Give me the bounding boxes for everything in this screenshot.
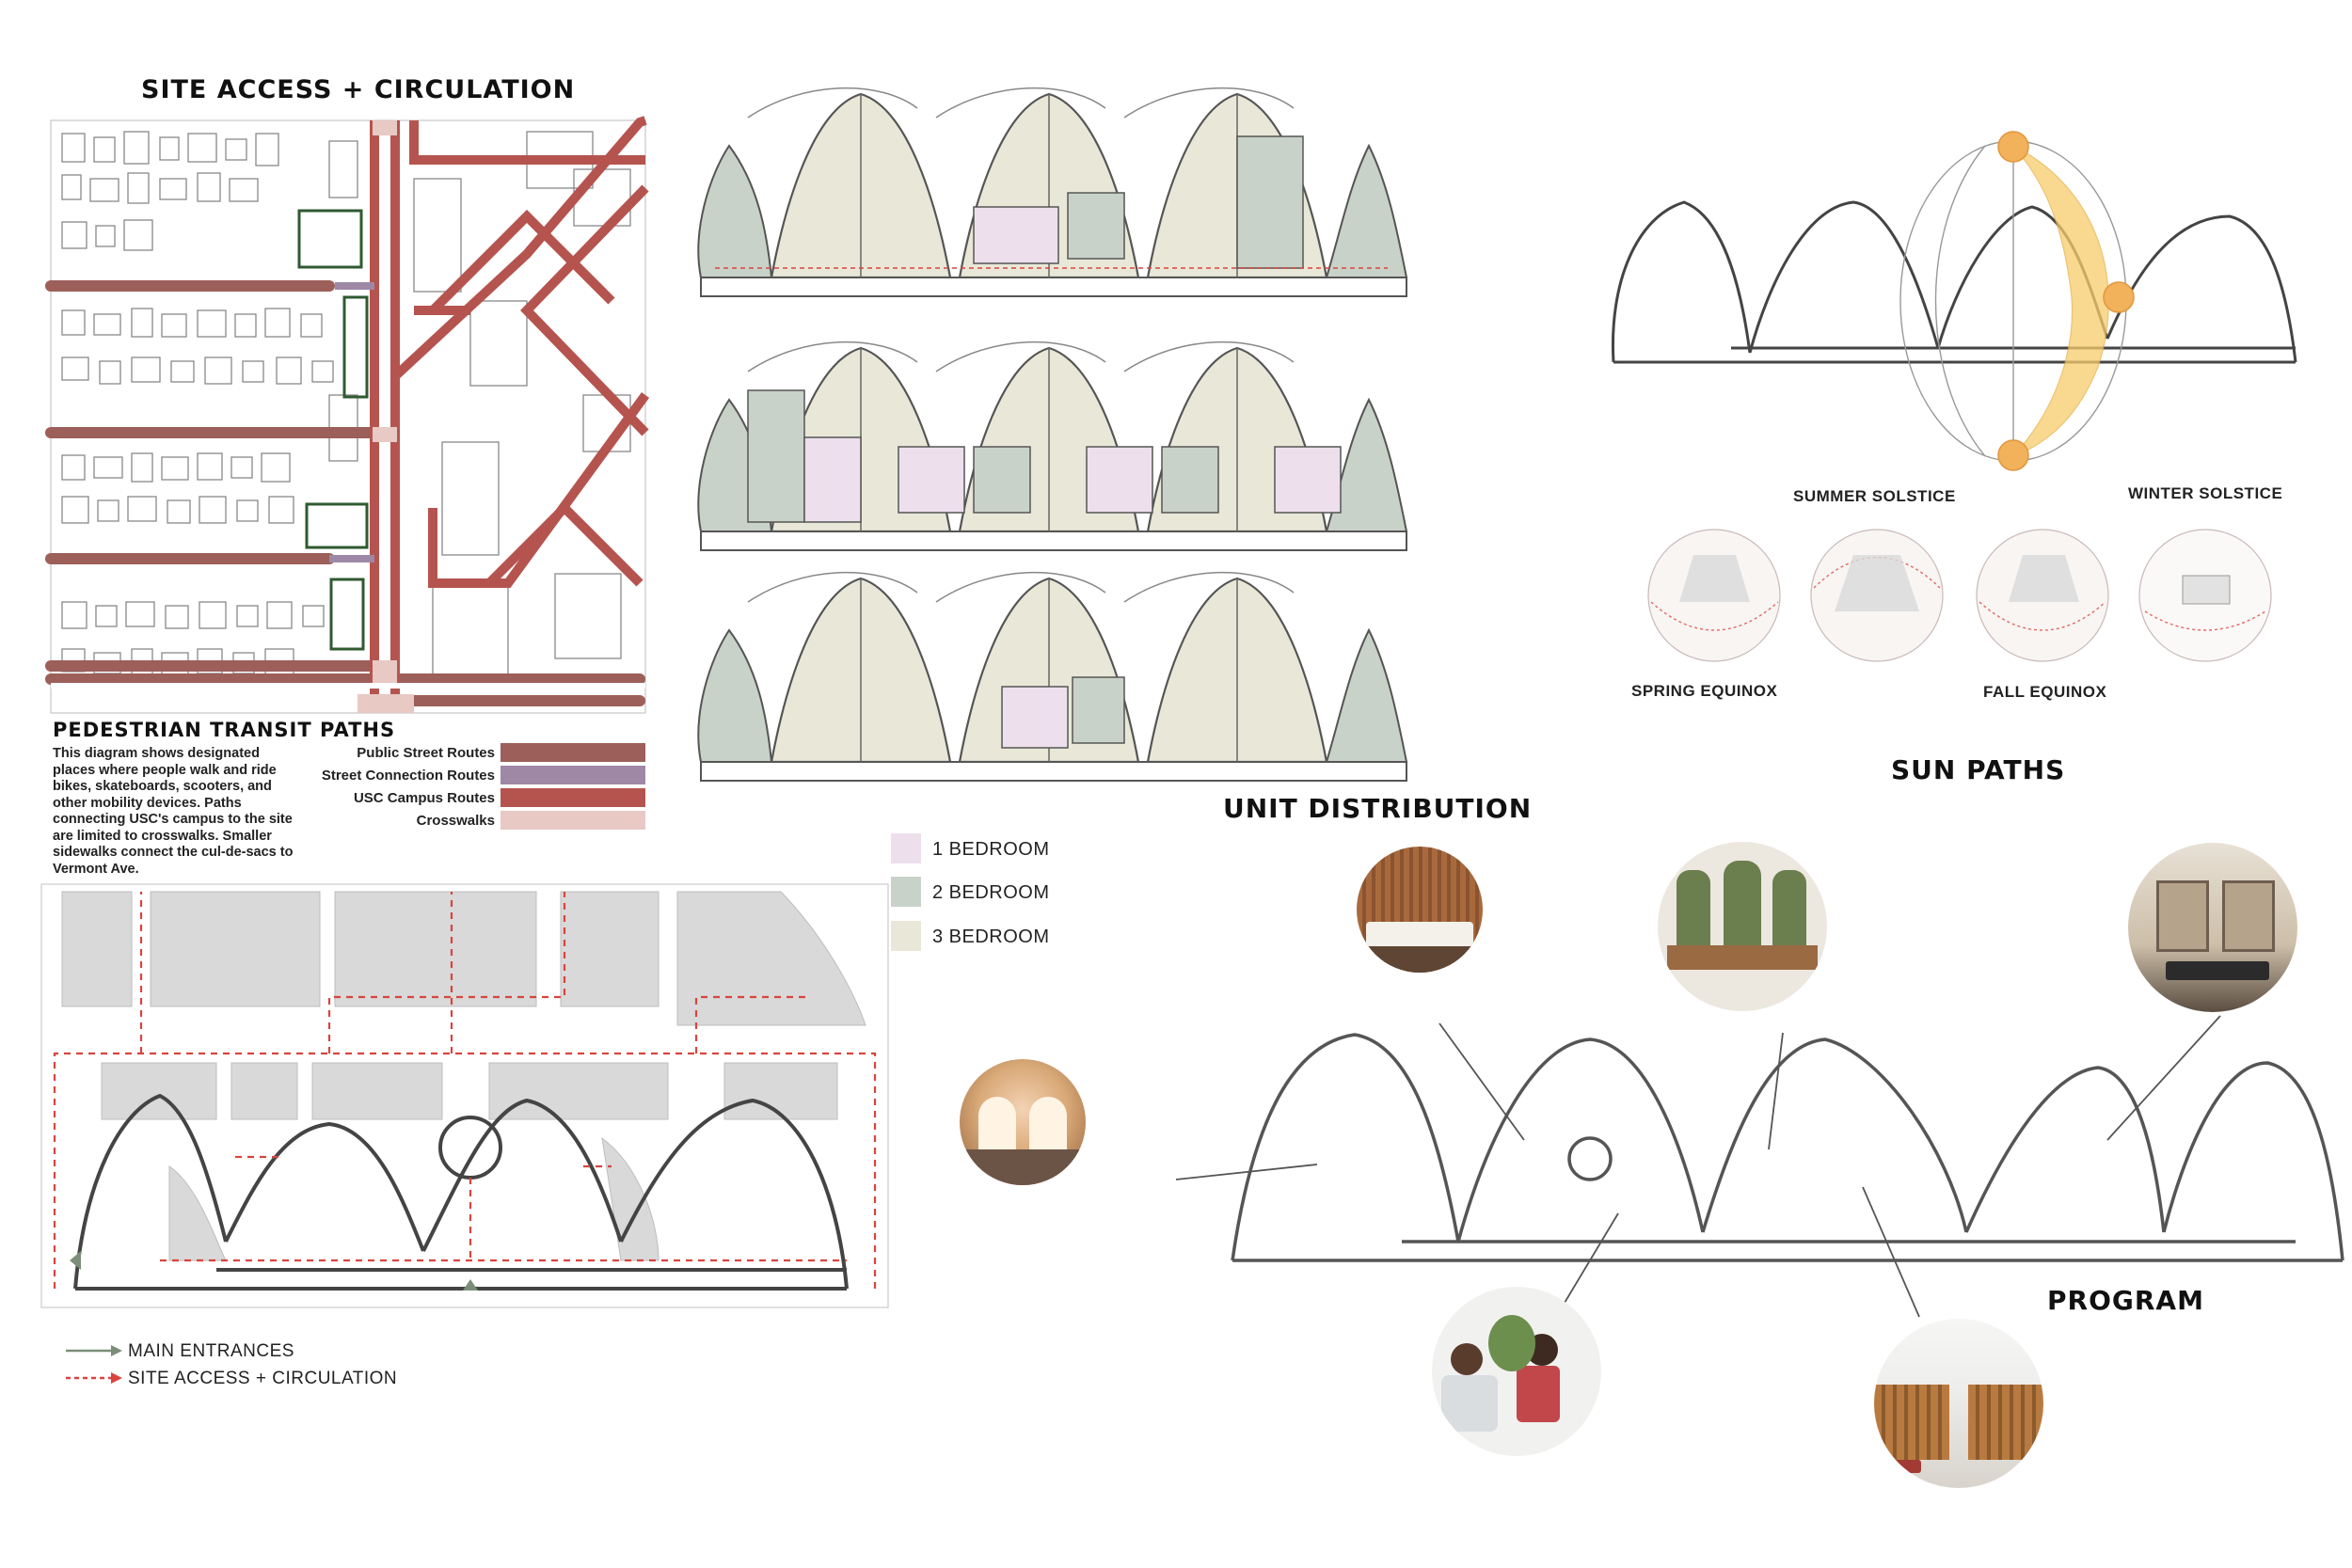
- legend-row-public-street: Public Street Routes: [273, 743, 645, 764]
- sun-path-plan: [1611, 131, 2297, 471]
- lounge-seating-photo: [1432, 1287, 1601, 1456]
- legend-label: Street Connection Routes: [321, 768, 495, 784]
- retail-shop-photo: [1658, 842, 1827, 1011]
- summer-solstice-diagram: [1810, 529, 1944, 662]
- spring-equinox-label: SPRING EQUINOX: [1631, 682, 1778, 700]
- legend-row-street-connection: Street Connection Routes: [273, 766, 645, 786]
- legend-label: Crosswalks: [416, 813, 495, 829]
- legend-row-crosswalks: Crosswalks: [273, 811, 645, 832]
- winter-solstice-label: WINTER SOLSTICE: [2128, 484, 2283, 502]
- legend-swatch: [501, 788, 645, 807]
- pedestrian-description: This diagram shows designated places whe…: [53, 746, 294, 877]
- legend-swatch: [891, 877, 921, 907]
- winter-solstice-diagram: [2138, 529, 2272, 662]
- legend-label: 1 BEDROOM: [932, 839, 1050, 860]
- legend-swatch: [891, 833, 921, 863]
- program-title: PROGRAM: [2047, 1285, 2204, 1316]
- solstice-diagrams: [1647, 529, 2272, 662]
- legend-swatch: [501, 743, 645, 762]
- legend-label: Public Street Routes: [357, 745, 495, 761]
- unit-floor-plans: [697, 87, 1408, 783]
- site-access-title: SITE ACCESS + CIRCULATION: [141, 75, 576, 104]
- summer-solstice-label: SUMMER SOLSTICE: [1793, 487, 1956, 505]
- legend-label: 3 BEDROOM: [932, 927, 1050, 947]
- legend-row-usc-campus: USC Campus Routes: [273, 788, 645, 809]
- arrow-icon: [66, 1345, 122, 1356]
- fall-equinox-label: FALL EQUINOX: [1983, 683, 2107, 701]
- legend-label: MAIN ENTRANCES: [128, 1341, 294, 1361]
- legend-label: 2 BEDROOM: [932, 882, 1050, 903]
- legend-label: USC Campus Routes: [353, 790, 495, 806]
- spa-room-photo: [1357, 847, 1483, 973]
- sun-paths-title: SUN PATHS: [1891, 754, 2066, 785]
- legend-main-entrances: MAIN ENTRANCES: [66, 1339, 442, 1362]
- unit-distribution-title: UNIT DISTRIBUTION: [1223, 793, 1533, 824]
- dashed-arrow-icon: [66, 1372, 122, 1384]
- site-map: [45, 116, 650, 714]
- pedestrian-paths-title: PEDESTRIAN TRANSIT PATHS: [53, 719, 396, 741]
- site-circulation-plan: [40, 883, 889, 1308]
- library-photo: [1874, 1319, 2043, 1488]
- legend-swatch: [501, 811, 645, 830]
- spring-equinox-diagram: [1647, 529, 1781, 662]
- legend-3-bedroom: 3 BEDROOM: [891, 921, 1117, 953]
- legend-site-access: SITE ACCESS + CIRCULATION: [66, 1367, 442, 1389]
- legend-swatch: [891, 921, 921, 951]
- yoga-studio-photo: [960, 1059, 1086, 1185]
- legend-1-bedroom: 1 BEDROOM: [891, 833, 1117, 865]
- fitness-gym-photo: [2128, 843, 2297, 1012]
- legend-label: SITE ACCESS + CIRCULATION: [128, 1369, 398, 1388]
- legend-2-bedroom: 2 BEDROOM: [891, 877, 1117, 909]
- fall-equinox-diagram: [1976, 529, 2109, 662]
- legend-swatch: [501, 766, 645, 784]
